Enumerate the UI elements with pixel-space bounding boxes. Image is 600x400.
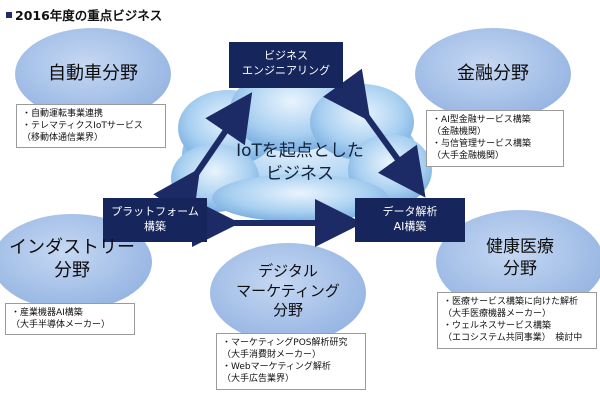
hub-platform-line2: 構築 [144, 219, 166, 233]
sector-industry-label-line2: 分野 [54, 260, 90, 282]
sector-digital-marketing-label-line3: 分野 [272, 301, 303, 319]
hub-data-analysis-line1: データ解析 [382, 205, 438, 218]
note-finance: ・AI型金融サービス構築 （金融機関） ・与信管理サービス構築 （大手金融機関） [426, 110, 564, 167]
hub-business-engineering: ビジネス エンジニアリング [229, 49, 343, 79]
hub-business-engineering-line2: エンジニアリング [242, 63, 330, 77]
hub-platform-line1: プラットフォーム [111, 205, 199, 218]
note-line: ・マーケティングPOS解析研究 [222, 338, 348, 348]
hub-data-analysis-line2: AI構築 [393, 219, 427, 233]
center-label-line2: ビジネス [266, 163, 334, 184]
note-line: ・自動運転事業連携 [22, 109, 104, 119]
hub-platform: プラットフォーム 構築 [103, 205, 207, 235]
hub-box-data-analysis [355, 198, 465, 242]
note-line: （移動体通信業界） [22, 133, 104, 144]
page-title: 2016年度の重点ビジネス [6, 5, 162, 24]
hub-box-business-engineering [229, 42, 343, 88]
note-industry: ・産業機器AI構築 （大手半導体メーカー） [5, 303, 135, 336]
note-line: （エコシステム共同事業） 検討中 [443, 333, 583, 344]
note-line: ・医療サービス構築に向けた解析 [443, 297, 579, 307]
note-digital-marketing: ・マーケティングPOS解析研究 （大手消費財メーカー） ・Webマーケティング解… [216, 333, 366, 390]
note-line: （金融機関） [432, 127, 487, 138]
note-line: ・産業機器AI構築 [11, 308, 83, 318]
note-line: （大手半導体メーカー） [11, 320, 111, 331]
center-label-line1: IoTを起点とした [236, 141, 364, 161]
sector-automotive-name: 自動車分野 [33, 62, 153, 85]
note-line: （大手金融機関） [432, 151, 505, 162]
page-title-text: 2016年度の重点ビジネス [15, 8, 163, 23]
note-line: ・ウェルネスサービス構築 [443, 321, 552, 332]
hub-data-analysis: データ解析 AI構築 [355, 205, 465, 235]
sector-automotive-label: 自動車分野 [48, 63, 138, 84]
note-line: （大手消費財メーカー） [222, 350, 322, 361]
sector-finance-name: 金融分野 [433, 62, 553, 85]
digital-marketing-bubble [210, 243, 366, 343]
note-healthcare: ・医療サービス構築に向けた解析 （大手医療機器メーカー） ・ウェルネスサービス構… [437, 292, 597, 349]
arrow-top-right [322, 68, 426, 198]
sector-healthcare-label-line1: 健康医療 [486, 237, 554, 257]
sector-industry-name: インダストリー 分野 [7, 236, 137, 283]
sector-healthcare-label-line2: 分野 [503, 259, 537, 280]
sector-industry-label-line1: インダストリー [9, 237, 135, 258]
note-line: （大手医療機器メーカー） [443, 309, 552, 320]
note-automotive: ・自動運転事業連携 ・テレマティクスIoTサービス （移動体通信業界） [16, 104, 166, 149]
hub-box-platform [103, 198, 207, 242]
finance-bubble [415, 28, 571, 120]
automotive-bubble [15, 28, 171, 120]
sector-healthcare-name: 健康医療 分野 [460, 236, 580, 280]
center-label: IoTを起点とした ビジネス [220, 140, 380, 186]
sector-digital-marketing-label-line2: マーケティング [236, 281, 340, 300]
hub-business-engineering-line1: ビジネス [264, 49, 308, 62]
note-line: ・AI型金融サービス構築 [432, 115, 531, 125]
note-line: ・テレマティクスIoTサービス [22, 121, 143, 132]
healthcare-bubble [436, 210, 600, 314]
sector-digital-marketing-label-line1: デジタル [258, 262, 318, 280]
arrow-top-left [153, 92, 253, 222]
title-bullet-icon [6, 11, 12, 18]
sector-finance-label: 金融分野 [457, 63, 529, 84]
note-line: ・Webマーケティング解析 [222, 362, 331, 373]
note-line: （大手広告業界） [222, 374, 295, 385]
note-line: ・与信管理サービス構築 [432, 139, 532, 150]
sector-digital-marketing-name: デジタル マーケティング 分野 [218, 262, 358, 321]
